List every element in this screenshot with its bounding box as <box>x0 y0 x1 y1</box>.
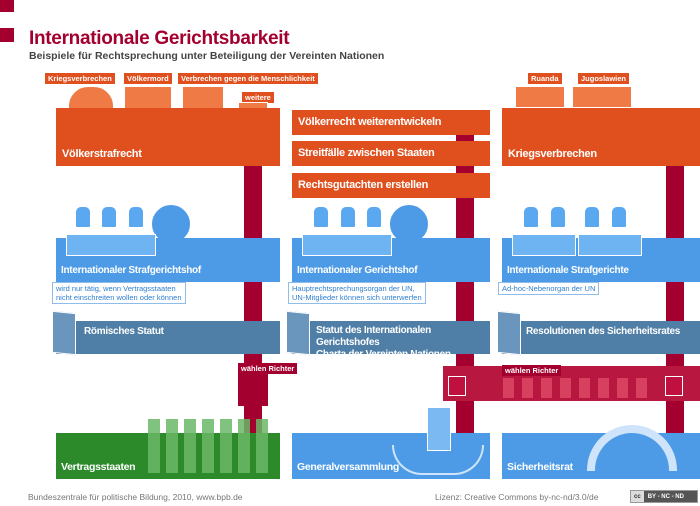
statute-label: Römisches Statut <box>84 326 164 337</box>
statute-resolutions: Resolutionen des Sicherheitsrates <box>502 321 700 354</box>
band-kriegsverbrechen: Kriegsverbrechen <box>502 108 700 166</box>
flags-icon <box>148 419 274 473</box>
podium-icon <box>427 407 451 451</box>
document-icon <box>286 310 310 356</box>
band-voelkerstrafrecht: Völkerstrafrecht <box>56 108 280 166</box>
body-label: Generalversammlung <box>297 461 399 473</box>
bench-icon <box>66 234 156 256</box>
judge-icon <box>128 206 144 228</box>
body-label: Sicherheitsrat <box>507 461 573 473</box>
judge-icon <box>101 206 117 228</box>
court-label: Internationaler Strafgerichtshof <box>61 265 201 276</box>
court-tribunals: Internationale Strafgerichte <box>502 234 700 282</box>
court-icc: Internationaler Strafgerichtshof <box>56 234 280 282</box>
vote-label: wählen Richter <box>238 363 298 374</box>
ballot-box-icon <box>448 376 466 396</box>
judge-icon <box>584 206 600 228</box>
document-icon <box>52 310 76 356</box>
cc-badge-label: BY - NC - ND <box>647 493 684 500</box>
page-subtitle: Beispiele für Rechtsprechung unter Betei… <box>29 50 385 62</box>
court-icj: Internationaler Gerichtshof <box>292 234 490 282</box>
band-vertragsstaaten: Vertragsstaaten <box>56 419 280 479</box>
band-sicherheitsrat: Sicherheitsrat <box>502 425 700 479</box>
statute-label: Statut des Internationalen Gerichtshofes… <box>316 325 451 360</box>
body-label: Vertragsstaaten <box>61 461 136 473</box>
vote-panel <box>443 366 700 401</box>
judge-icon <box>523 206 539 228</box>
ballot-box-icon <box>238 372 268 406</box>
bench-icon <box>578 234 642 256</box>
task-label: Rechtsgutachten erstellen <box>298 179 429 191</box>
statute-icj: Statut des Internationalen Gerichtshofes… <box>292 321 490 360</box>
judge-icon <box>75 206 91 228</box>
task-label: Streitfälle zwischen Staaten <box>298 147 435 159</box>
bench-icon <box>512 234 576 256</box>
assembly-seats-icon <box>392 445 484 475</box>
map-rwanda-icon <box>515 86 565 108</box>
judge-icon <box>340 206 356 228</box>
band-label: Kriegsverbrechen <box>508 148 597 160</box>
tag-menschlichkeit: Verbrechen gegen die Menschlichkeit <box>178 73 318 84</box>
judge-icon <box>550 206 566 228</box>
judge-icon <box>366 206 382 228</box>
map-yugoslavia-icon <box>572 86 632 108</box>
statute-label: Resolutionen des Sicherheitsrates <box>526 326 681 337</box>
task-label: Völkerrecht weiterentwickeln <box>298 116 442 128</box>
tag-ruanda: Ruanda <box>528 73 562 84</box>
task-voelkerrecht: Völkerrecht weiterentwickeln <box>292 110 490 135</box>
tag-weitere: weitere <box>242 92 274 103</box>
decor-square <box>0 28 14 42</box>
court-label: Internationaler Gerichtshof <box>297 265 418 276</box>
vote-label: wählen Richter <box>502 365 562 376</box>
court-note: Ad-hoc-Nebenorgan der UN <box>498 282 600 295</box>
tag-voelkermord: Völkermord <box>124 73 172 84</box>
tag-jugoslawien: Jugoslawien <box>578 73 630 84</box>
judge-icon <box>611 206 627 228</box>
cc-icon: cc <box>631 491 644 502</box>
cc-badge[interactable]: cc BY - NC - ND <box>630 490 698 503</box>
bench-icon <box>302 234 392 256</box>
decor-square <box>0 0 14 12</box>
court-label: Internationale Strafgerichte <box>507 265 629 276</box>
band-generalversammlung: Generalversammlung <box>292 407 490 479</box>
task-streitfaelle: Streitfälle zwischen Staaten <box>292 141 490 166</box>
tag-kriegsverbrechen: Kriegsverbrechen <box>45 73 115 84</box>
ballot-box-icon <box>665 376 683 396</box>
task-gutachten: Rechtsgutachten erstellen <box>292 173 490 198</box>
statute-rome: Römisches Statut <box>56 321 280 354</box>
page-title: Internationale Gerichtsbarkeit <box>29 28 290 49</box>
judge-icon <box>313 206 329 228</box>
license-text[interactable]: Lizenz: Creative Commons by-nc-nd/3.0/de <box>435 492 599 502</box>
connector-bar-3 <box>666 150 684 433</box>
council-members-icon <box>503 378 653 398</box>
council-table-icon <box>587 425 677 471</box>
document-icon <box>497 310 521 356</box>
court-note: Hauptrechtsprechungsorgan der UN,UN-Mitg… <box>288 282 426 304</box>
band-label: Völkerstrafrecht <box>62 148 142 160</box>
source-text: Bundeszentrale für politische Bildung, 2… <box>28 492 243 502</box>
